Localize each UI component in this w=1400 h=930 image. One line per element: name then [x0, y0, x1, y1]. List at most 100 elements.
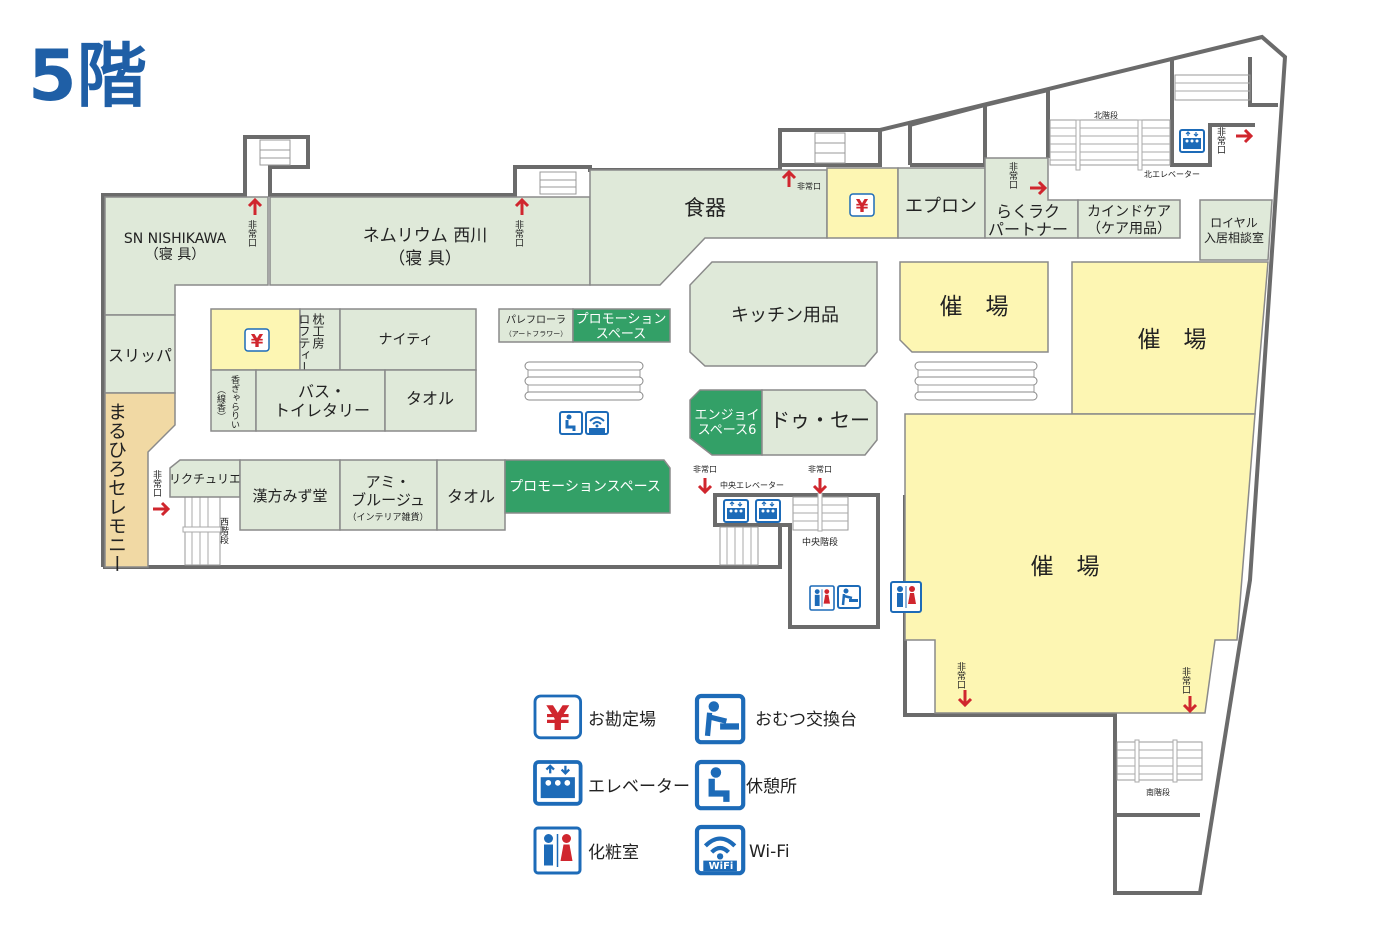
- exit-label: 非常口: [1007, 161, 1018, 189]
- event-space-2[interactable]: 催 場: [1071, 261, 1269, 415]
- shop-ami-bruges[interactable]: アミ・ ブルージュ （インテリア雑貨）: [339, 459, 438, 531]
- exit-label: 非常口: [1215, 126, 1226, 154]
- shop-name: ドゥ・セー: [770, 408, 870, 432]
- shop-kampo[interactable]: 漢方みず堂: [239, 459, 341, 531]
- promo-label: スペース6: [698, 423, 757, 438]
- shop-category: （ケア用品）: [1087, 221, 1171, 237]
- back-room-wall: [983, 87, 1050, 158]
- shop-name: らくラク: [996, 202, 1060, 221]
- shop-name: タオル: [447, 487, 495, 506]
- shop-shokki[interactable]: 食器: [589, 169, 828, 286]
- shop-category: （アートフラワー）: [505, 330, 568, 338]
- north-stairs-label: 北階段: [1094, 110, 1118, 120]
- shop-name: SN NISHIKAWA: [124, 231, 227, 247]
- promo-label: スペース: [596, 327, 646, 342]
- north-core-wall: [1248, 57, 1278, 107]
- shop-name: 漢方みず堂: [252, 487, 327, 505]
- shop-category: （インテリア雑貨）: [347, 511, 428, 523]
- restroom-icon: [890, 581, 922, 613]
- shop-name: パートナー: [988, 220, 1068, 239]
- shop-kindcare[interactable]: カインドケア （ケア用品）: [1077, 199, 1181, 239]
- emergency-exits: 非常口 非常口 非常口 非常口 非常口 非常口 非常口 非常口 非常口 非常口: [151, 126, 1254, 714]
- north-stairs: 北階段: [1049, 110, 1171, 171]
- west-stairs-label: 西階段: [218, 517, 229, 545]
- rest-area-icon: [558, 410, 584, 436]
- legend-item-restroom: 化粧室: [533, 826, 639, 875]
- event-label: 催 場: [1138, 327, 1207, 353]
- shop-apron[interactable]: エプロン: [897, 167, 986, 239]
- yen-icon: [849, 193, 875, 218]
- shop-palefleur[interactable]: パレフローラ （アートフラワー）: [498, 308, 574, 343]
- shop-slipper[interactable]: スリッパ: [104, 314, 176, 394]
- shop-royal[interactable]: ロイヤル 入居相談室: [1199, 199, 1273, 261]
- legend-item-elevator: エレベーター: [533, 760, 690, 806]
- central-elevator-icon: [755, 499, 781, 523]
- shop-towel-2[interactable]: タオル: [436, 459, 506, 531]
- shop-rakuraku[interactable]: らくラク パートナー: [984, 157, 1079, 239]
- exit-label: 非常口: [955, 661, 966, 689]
- shop-recouturier[interactable]: リクチュリエ: [169, 459, 241, 498]
- legend-label: おむつ交換台: [755, 710, 857, 730]
- exit-label: 非常口: [797, 181, 821, 191]
- back-room-wall: [908, 102, 987, 167]
- west-stairs: 西階段: [182, 496, 229, 566]
- promo-space-large[interactable]: プロモーションスペース: [504, 459, 671, 514]
- shop-kou[interactable]: 香ぎゃらりい （線香）: [210, 369, 257, 432]
- promo-space-small[interactable]: プロモーション スペース: [572, 308, 671, 343]
- legend-label: 休憩所: [746, 777, 797, 797]
- outer-wall: [101, 128, 882, 567]
- legend-item-wifi: WiFi Wi-Fi: [697, 827, 790, 873]
- north-core-wall: [1170, 60, 1255, 167]
- enjoy-space-6[interactable]: エンジョイ スペース6: [689, 389, 763, 456]
- shop-douce[interactable]: ドゥ・セー: [761, 389, 878, 456]
- shop-name: カインドケア: [1087, 204, 1171, 220]
- shop-bath[interactable]: バス・ トイレタリー: [255, 369, 386, 432]
- event-space-1[interactable]: 催 場: [899, 261, 1049, 353]
- escalator-west: [524, 361, 644, 401]
- legend-label: Wi-Fi: [749, 842, 790, 862]
- legend-label: 化粧室: [588, 843, 639, 863]
- shop-name: タオル: [406, 389, 454, 408]
- restroom-icon: [533, 826, 582, 875]
- shop-name: 食器: [684, 196, 726, 220]
- stairs-top2: [814, 132, 846, 164]
- shop-category: （寝 具）: [145, 246, 205, 263]
- event-space-3[interactable]: 催 場: [904, 413, 1256, 714]
- shop-name: ロイヤル: [1210, 216, 1258, 230]
- yen-icon: [244, 328, 270, 353]
- cashier-left: [210, 308, 301, 371]
- south-stairs: 南階段: [1116, 739, 1203, 797]
- shop-name: バス・: [298, 382, 346, 401]
- legend-label: エレベーター: [588, 777, 690, 797]
- shop-name: スリッパ: [108, 346, 172, 365]
- outer-wall-east: [878, 34, 1288, 895]
- stairs-north-core: [1174, 74, 1251, 101]
- shop-name: パレフローラ: [506, 314, 566, 326]
- cashier-top: [826, 167, 899, 239]
- wifi-badge-text: WiFi: [709, 861, 734, 872]
- yen-icon: [533, 694, 583, 741]
- north-elevator-label: 北エレベーター: [1144, 170, 1200, 179]
- baby-changing-icon: [836, 584, 862, 610]
- promo-label: プロモーション: [576, 312, 667, 327]
- rest-area-icon: [697, 762, 743, 808]
- shop-kitchen[interactable]: キッチン用品: [689, 261, 878, 367]
- stairs-north-west: [259, 139, 291, 166]
- shop-name: キッチン用品: [731, 305, 839, 326]
- shop-maruhiro[interactable]: まるひろセレモニー: [104, 392, 176, 573]
- shop-name: まるひろセレモニー: [105, 402, 127, 573]
- promo-label: プロモーションスペース: [509, 479, 661, 495]
- event-label: 催 場: [1031, 554, 1100, 580]
- shop-sn-nishikawa[interactable]: SN NISHIKAWA （寝 具）: [104, 196, 269, 316]
- shop-name: 枕工房: [311, 312, 325, 349]
- exit-label: 非常口: [151, 469, 162, 497]
- exit-label: 非常口: [693, 464, 717, 474]
- elevator-icon: [533, 760, 583, 806]
- shop-makura[interactable]: 枕工房 ロフティー: [297, 308, 341, 373]
- exit-label: 非常口: [246, 219, 257, 247]
- shop-towel-1[interactable]: タオル: [384, 369, 477, 432]
- shop-nemurium[interactable]: ネムリウム 西川 （寝 具）: [269, 196, 591, 286]
- shop-naity[interactable]: ナイティ: [339, 308, 477, 371]
